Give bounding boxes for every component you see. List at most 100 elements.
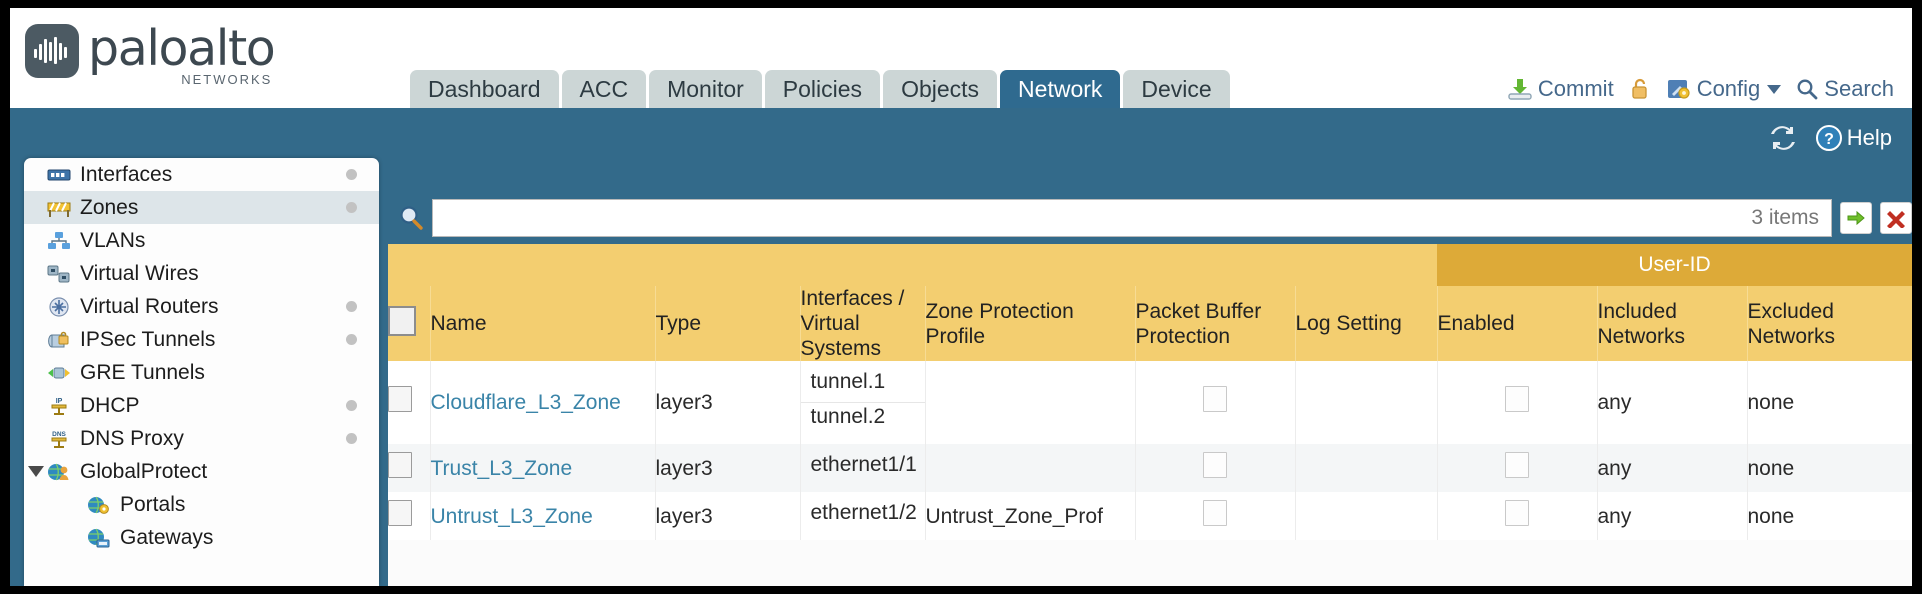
zone-name-link[interactable]: Trust_L3_Zone: [430, 456, 573, 480]
sidebar-item-gre-tunnels[interactable]: GRE Tunnels: [24, 356, 379, 389]
cell-zone-protection: [924, 361, 1135, 444]
svg-text:IP: IP: [56, 398, 63, 405]
column-header-zone-protection[interactable]: Zone Protection Profile: [924, 286, 1135, 361]
sidebar-item-label: Virtual Routers: [80, 294, 219, 318]
column-header-name[interactable]: Name: [429, 286, 655, 361]
tab-policies[interactable]: Policies: [764, 70, 881, 108]
search-field-wrapper[interactable]: 3 items: [432, 199, 1832, 237]
content-panel: 3 items: [388, 158, 1912, 586]
sidebar-item-globalprotect[interactable]: GlobalProtect: [24, 455, 379, 488]
cell-type: layer3: [654, 492, 800, 540]
cell-enabled[interactable]: [1436, 444, 1597, 492]
userid-enabled-checkbox[interactable]: [1505, 451, 1529, 478]
column-header-enabled[interactable]: Enabled: [1436, 286, 1597, 361]
row-select-cell[interactable]: [388, 444, 430, 492]
cell-enabled[interactable]: [1436, 361, 1597, 444]
sidebar-item-label: GlobalProtect: [80, 459, 208, 483]
zone-name-link[interactable]: Untrust_L3_Zone: [430, 504, 593, 528]
tab-acc[interactable]: ACC: [561, 70, 647, 108]
sidebar-item-virtual-routers[interactable]: Virtual Routers: [24, 290, 379, 323]
cell-packet-buffer[interactable]: [1134, 361, 1295, 444]
sidebar-item-portals[interactable]: Portals: [24, 488, 379, 521]
cell-interfaces: ethernet1/2: [799, 492, 925, 540]
interfaces-icon: [46, 164, 72, 186]
red-x-icon: [1887, 211, 1905, 228]
row-select-cell[interactable]: [388, 361, 430, 444]
packet-buffer-checkbox[interactable]: [1203, 451, 1227, 478]
column-header-included[interactable]: Included Networks: [1596, 286, 1747, 361]
sidebar-item-virtual-wires[interactable]: Virtual Wires: [24, 257, 379, 290]
column-header-interfaces[interactable]: Interfaces / Virtual Systems: [799, 286, 925, 361]
commit-button[interactable]: Commit: [1507, 76, 1614, 102]
expand-caret-icon[interactable]: [28, 466, 44, 477]
packet-buffer-checkbox[interactable]: [1203, 386, 1227, 412]
search-button[interactable]: Search: [1795, 76, 1894, 102]
globalprotect-icon: [46, 461, 72, 483]
cell-packet-buffer[interactable]: [1134, 444, 1295, 492]
cell-log-setting: [1294, 361, 1437, 444]
cell-excluded-networks: none: [1746, 444, 1912, 492]
row-checkbox[interactable]: [388, 451, 412, 478]
userid-enabled-checkbox[interactable]: [1505, 499, 1529, 526]
clear-filter-button[interactable]: [1880, 202, 1912, 234]
row-checkbox[interactable]: [388, 386, 412, 412]
padlock-icon: [1632, 78, 1647, 99]
help-button[interactable]: ? Help: [1815, 124, 1892, 152]
filter-search-icon[interactable]: [396, 203, 426, 233]
sidebar-item-label: DNS Proxy: [80, 426, 184, 450]
config-gear-icon: [1667, 80, 1690, 99]
column-header-packet-buffer[interactable]: Packet Buffer Protection: [1134, 286, 1295, 361]
column-header-type[interactable]: Type: [654, 286, 800, 361]
search-input[interactable]: [433, 202, 1752, 234]
row-checkbox[interactable]: [388, 499, 412, 526]
cell-packet-buffer[interactable]: [1134, 492, 1295, 540]
sidebar-item-ipsec-tunnels[interactable]: IPSec Tunnels: [24, 323, 379, 356]
zone-name-link[interactable]: Cloudflare_L3_Zone: [430, 391, 621, 414]
sidebar-item-gateways[interactable]: Gateways: [24, 521, 379, 554]
cell-enabled[interactable]: [1436, 492, 1597, 540]
group-header-spacer: [388, 244, 1437, 286]
sub-toolbar-actions: ? Help: [1751, 124, 1892, 152]
sidebar-item-indicator: [346, 301, 357, 312]
item-count-label: 3 items: [1751, 206, 1819, 229]
sidebar-item-label: Virtual Wires: [80, 261, 199, 285]
packet-buffer-checkbox[interactable]: [1203, 499, 1227, 526]
refresh-button[interactable]: [1769, 125, 1797, 151]
tab-monitor[interactable]: Monitor: [649, 70, 762, 108]
tab-network[interactable]: Network: [1000, 70, 1121, 108]
column-header-excluded[interactable]: Excluded Networks: [1746, 286, 1912, 361]
tab-objects[interactable]: Objects: [883, 70, 998, 108]
sidebar-item-zones[interactable]: Zones: [24, 191, 379, 224]
tab-device[interactable]: Device: [1123, 70, 1230, 108]
lock-button[interactable]: [1628, 77, 1652, 101]
column-header-log-setting[interactable]: Log Setting: [1294, 286, 1437, 361]
sidebar-item-interfaces[interactable]: Interfaces: [24, 158, 379, 191]
cell-name[interactable]: Cloudflare_L3_Zone: [429, 361, 655, 444]
virtual-routers-icon: [46, 296, 72, 318]
cell-name[interactable]: Trust_L3_Zone: [429, 444, 655, 492]
group-header-userid: User-ID: [1437, 244, 1912, 286]
gre-tunnels-icon: [46, 362, 72, 384]
cell-name[interactable]: Untrust_L3_Zone: [429, 492, 655, 540]
sidebar-item-indicator: [346, 334, 357, 345]
sidebar-item-label: IPSec Tunnels: [80, 327, 216, 351]
userid-enabled-checkbox[interactable]: [1505, 386, 1529, 412]
tab-dashboard[interactable]: Dashboard: [410, 70, 559, 108]
sidebar-item-vlans[interactable]: VLANs: [24, 224, 379, 257]
sidebar-item-label: Portals: [120, 492, 186, 516]
row-select-cell[interactable]: [388, 492, 430, 540]
apply-filter-button[interactable]: [1840, 202, 1872, 234]
select-all-checkbox[interactable]: [388, 305, 416, 336]
zones-icon: [46, 197, 72, 219]
config-dropdown[interactable]: Config: [1666, 76, 1782, 102]
interface-entry: ethernet1/1: [810, 453, 917, 476]
